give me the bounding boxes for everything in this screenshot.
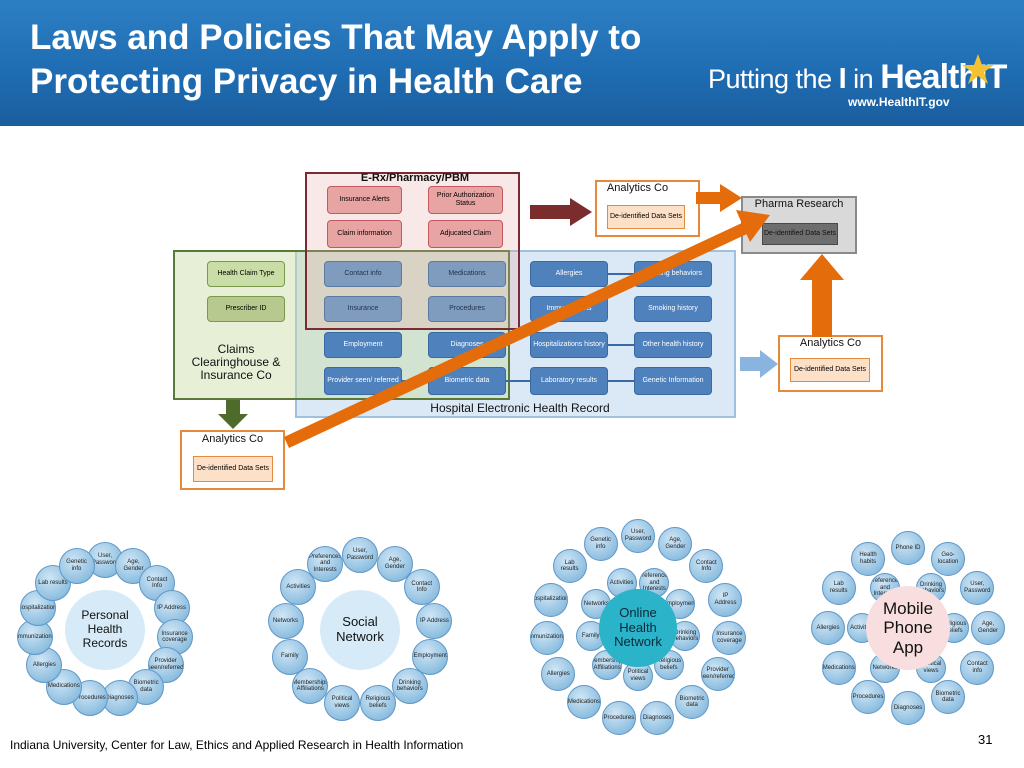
personal-health-records-center: Personal Health Records <box>65 590 145 670</box>
arrow-ehr-to-analytics <box>740 350 778 378</box>
deidentified-box: De-identified Data Sets <box>790 358 870 382</box>
slide-header <box>0 0 1024 126</box>
footer-text: Indiana University, Center for Law, Ethi… <box>10 738 464 752</box>
slide-title: Laws and Policies That May Apply to Prot… <box>30 18 642 101</box>
claims-label: Claims Clearinghouse & Insurance Co <box>191 342 281 382</box>
pharma-label: Pharma Research <box>754 198 844 210</box>
cluster-node: Family <box>271 638 308 675</box>
cluster-node: Diagnoses <box>640 700 675 735</box>
cluster-node: Employment <box>412 638 449 675</box>
erx-item: Adjucated Claim <box>428 220 503 248</box>
cluster-node: Insurance coverage <box>712 620 747 655</box>
cluster-node: IP Address <box>416 602 453 639</box>
mobile-phone-app-center: Mobile Phone App <box>866 586 950 670</box>
cluster-node: User, Password <box>960 571 995 605</box>
shared-item: Employment <box>324 332 402 358</box>
deidentified-box: De-identified Data Sets <box>607 205 685 229</box>
shared-item: Medications <box>428 261 506 287</box>
erx-item: Prior Authorization Status <box>428 186 503 214</box>
analytics-label: Analytics Co <box>799 337 862 349</box>
ehr-label: Hospital Electronic Health Record <box>430 401 610 415</box>
cluster-node: Procedures <box>851 680 885 715</box>
cluster-node: Medications <box>821 651 856 685</box>
arrow-analytics-to-pharma <box>696 184 742 212</box>
cluster-node: Allergies <box>541 657 576 691</box>
cluster-node: Age, Gender <box>971 611 1005 645</box>
analytics-label: Analytics Co <box>606 182 669 194</box>
cluster-node: Employment <box>664 589 695 619</box>
star-icon <box>962 54 994 84</box>
arrow-claims-to-analytics <box>218 400 248 429</box>
cluster-node: Networks <box>267 602 304 639</box>
cluster-node: Hospitalizations <box>533 582 568 617</box>
arrow-erx-to-analytics <box>530 198 592 226</box>
cluster-node: Lab results <box>552 549 587 584</box>
erx-item: Insurance Alerts <box>327 186 402 214</box>
cluster-node: Contact info <box>960 651 995 685</box>
ehr-item: Hospitalizations history <box>530 332 608 358</box>
cluster-node: Diagnoses <box>891 691 925 725</box>
online-health-network-center: Online Health Network <box>599 589 677 667</box>
cluster-node: Medications <box>566 685 601 720</box>
cluster-node: Biometric data <box>675 685 710 720</box>
page-number: 31 <box>978 732 993 747</box>
cluster-node: Procedures <box>601 700 636 735</box>
cluster-node: Health habits <box>851 541 885 576</box>
cluster-node: Immunizations <box>17 619 54 656</box>
cluster-node: Phone ID <box>891 531 925 565</box>
shared-item: Insurance <box>324 296 402 322</box>
cluster-node: Contact Info <box>689 549 724 584</box>
cluster-node: Religious beliefs <box>359 684 396 721</box>
claims-item: Health Claim Type <box>207 261 285 287</box>
cluster-node: Age, Gender <box>658 526 693 561</box>
arrow-up-to-pharma <box>800 254 844 337</box>
cluster-node: Biometric data <box>931 680 965 715</box>
erx-title: E-Rx/Pharmacy/PBM <box>360 172 470 184</box>
ehr-item: Other health history <box>634 332 712 358</box>
social-network-center: Social Network <box>320 590 400 670</box>
pharma-deidentified: De-identified Data Sets <box>762 223 838 245</box>
cluster-node: Genetic info <box>58 548 95 585</box>
analytics-label: Analytics Co <box>201 433 264 445</box>
erx-item: Claim information <box>327 220 402 248</box>
claims-item: Prescriber ID <box>207 296 285 322</box>
cluster-node: Genetic info <box>583 526 618 561</box>
cluster-node: User, Password <box>342 537 378 573</box>
cluster-node: Political views <box>324 684 361 721</box>
cluster-node: Preferences and Interests <box>307 545 344 582</box>
cluster-node: Provider seen/referred <box>700 657 735 691</box>
logo-url: www.HealthIT.gov <box>848 95 950 109</box>
cluster-node: Contact Info <box>403 569 440 606</box>
cluster-node: User, Password <box>621 519 655 553</box>
cluster-node: Immunizations <box>529 620 564 655</box>
cluster-node: Memberships Affiliations <box>292 668 329 705</box>
shared-item: Procedures <box>428 296 506 322</box>
arrow-diagonal <box>284 222 749 448</box>
cluster-node: Geo-location <box>931 541 965 576</box>
cluster-node: IP Address <box>708 582 743 617</box>
ehr-item: Genetic Information <box>634 367 712 395</box>
cluster-node: Drinking behaviors <box>391 668 428 705</box>
deidentified-box: De-identified Data Sets <box>193 456 273 482</box>
ehr-item: Smoking history <box>634 296 712 322</box>
ehr-item: Allergies <box>530 261 608 287</box>
cluster-node: Lab results <box>821 571 856 605</box>
ehr-item: Laboratory results <box>530 367 608 395</box>
shared-item: Contact info <box>324 261 402 287</box>
cluster-node: Allergies <box>811 611 845 645</box>
